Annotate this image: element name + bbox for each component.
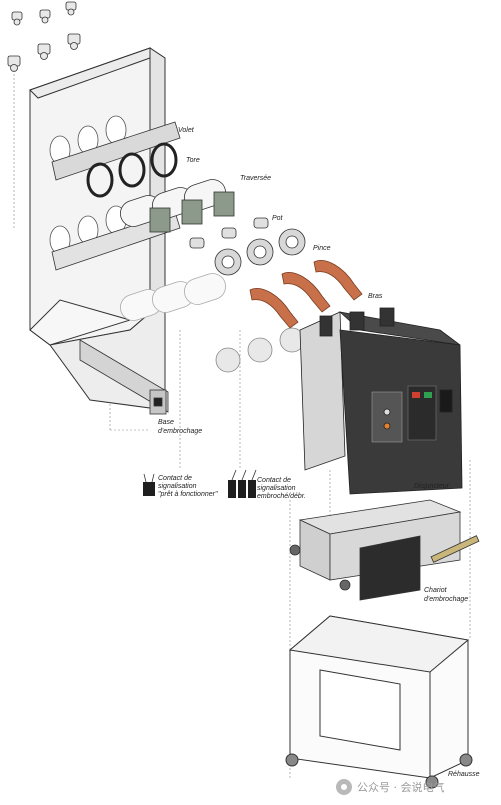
label-base-line1: Base <box>158 419 174 426</box>
circuit-breaker <box>299 307 463 495</box>
raising-stand <box>285 615 473 789</box>
contact-clusters-lower <box>215 327 305 373</box>
watermark: 公众号 · 会说电气 <box>336 776 501 798</box>
label-contact-pret-line2: signalisation <box>158 483 197 490</box>
label-bras: Bras <box>368 293 383 300</box>
label-rehausse: Réhausse <box>448 771 480 778</box>
label-tore: Tore <box>186 157 200 164</box>
cubicle-openings <box>49 115 127 255</box>
bushings-upper <box>119 179 235 233</box>
label-contact-embroche-line1: Contact de <box>257 477 291 484</box>
label-volet: Volet <box>178 127 195 134</box>
label-contact-embroche-line3: embroché/débr. <box>257 493 306 500</box>
label-chariot-line2: d'embrochage <box>424 596 468 603</box>
contact-embroche-block <box>228 469 257 498</box>
racking-truck <box>289 499 480 601</box>
wechat-icon <box>336 779 352 795</box>
bushings-lower <box>119 273 227 321</box>
label-contact-pret-line3: "prêt à fonctionner" <box>158 491 218 498</box>
label-disjoncteur: Disjoncteur <box>414 483 450 490</box>
label-pince: Pince <box>313 245 331 252</box>
watermark-text: 公众号 · 会说电气 <box>357 781 445 794</box>
racking-base <box>79 339 169 415</box>
label-contact-pret-line1: Contact de <box>158 475 192 482</box>
label-base-line2: d'embrochage <box>158 428 202 435</box>
copper-arms <box>249 260 363 329</box>
label-traversee: Traversée <box>240 175 271 182</box>
current-transformer-rings <box>86 142 178 198</box>
contact-clusters-upper <box>214 228 306 276</box>
label-contact-embroche-line2: signalisation <box>257 485 296 492</box>
shutter-plate <box>51 121 181 271</box>
contact-pret-block <box>143 473 155 496</box>
insulator-caps <box>7 1 81 72</box>
label-pot: Pot <box>272 215 284 222</box>
contact-pots <box>189 217 269 249</box>
label-chariot-line1: Chariot <box>424 587 448 594</box>
